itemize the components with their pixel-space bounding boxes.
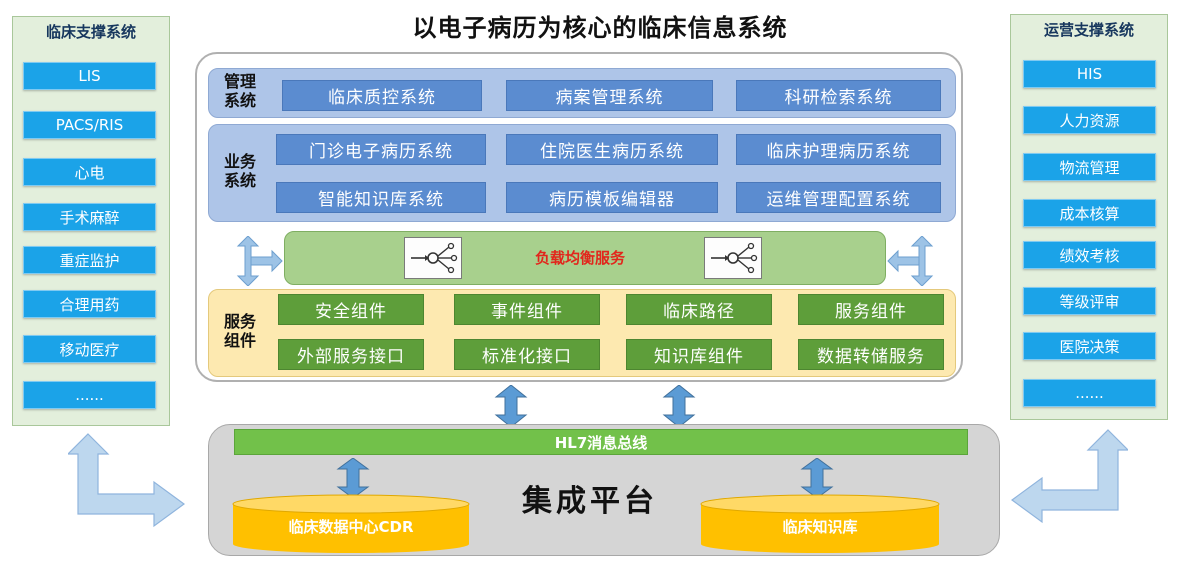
double-arrow-icon xyxy=(800,458,834,498)
smart-knowledge-system[interactable]: 智能知识库系统 xyxy=(276,182,486,213)
database-cylinder-icon xyxy=(232,494,470,553)
services-label: 服务组件 xyxy=(223,312,256,350)
double-arrow-icon xyxy=(494,385,528,427)
business-label: 业务系统 xyxy=(223,152,256,190)
service-component[interactable]: 服务组件 xyxy=(798,294,944,325)
bent-arrow-icon xyxy=(68,433,186,528)
right-item-cost[interactable]: 成本核算 xyxy=(1023,199,1156,227)
knowledge-component[interactable]: 知识库组件 xyxy=(626,339,772,370)
right-support-panel: 运营支撑系统 HIS 人力资源 物流管理 成本核算 绩效考核 等级评审 医院决策… xyxy=(1010,14,1168,420)
emr-template-editor[interactable]: 病历模板编辑器 xyxy=(506,182,718,213)
tee-arrow-icon xyxy=(887,236,934,286)
cdr-database-label[interactable]: 临床数据中心CDR xyxy=(288,518,414,536)
event-component[interactable]: 事件组件 xyxy=(454,294,600,325)
external-service-interface[interactable]: 外部服务接口 xyxy=(278,339,424,370)
left-item-anesthesia[interactable]: 手术麻醉 xyxy=(23,203,156,231)
right-panel-title: 运营支撑系统 xyxy=(1043,21,1134,39)
load-balancer-label: 负载均衡服务 xyxy=(534,248,625,267)
left-item-icu[interactable]: 重症监护 xyxy=(23,246,156,274)
outpatient-emr-system[interactable]: 门诊电子病历系统 xyxy=(276,134,486,165)
left-item-lis[interactable]: LIS xyxy=(23,62,156,90)
knowledge-base-label[interactable]: 临床知识库 xyxy=(782,518,858,536)
left-panel-title: 临床支撑系统 xyxy=(45,23,136,41)
left-support-panel: 临床支撑系统 LIS PACS/RIS 心电 手术麻醉 重症监护 合理用药 移动… xyxy=(12,16,170,426)
hl7-message-bus[interactable]: HL7消息总线 xyxy=(234,429,968,455)
right-item-his[interactable]: HIS xyxy=(1023,60,1156,88)
security-component[interactable]: 安全组件 xyxy=(278,294,424,325)
double-arrow-icon xyxy=(336,458,370,498)
database-cylinder-icon xyxy=(700,494,940,553)
double-arrow-icon xyxy=(662,385,696,427)
quality-control-system[interactable]: 临床质控系统 xyxy=(282,80,482,111)
clinical-pathway[interactable]: 临床路径 xyxy=(626,294,772,325)
inpatient-doctor-emr-system[interactable]: 住院医生病历系统 xyxy=(506,134,718,165)
standard-interface[interactable]: 标准化接口 xyxy=(454,339,600,370)
integration-platform-title: 集成平台 xyxy=(522,484,658,519)
load-balancer-bar xyxy=(284,231,886,285)
research-retrieval-system[interactable]: 科研检索系统 xyxy=(736,80,941,111)
bent-arrow-icon xyxy=(1010,429,1128,524)
right-item-performance[interactable]: 绩效考核 xyxy=(1023,241,1156,269)
left-item-pacs[interactable]: PACS/RIS xyxy=(23,111,156,139)
tee-arrow-icon xyxy=(236,236,283,286)
medical-record-management-system[interactable]: 病案管理系统 xyxy=(506,80,713,111)
network-hub-icon xyxy=(404,237,462,279)
ops-config-system[interactable]: 运维管理配置系统 xyxy=(736,182,941,213)
management-label: 管理系统 xyxy=(223,72,256,110)
left-item-more[interactable]: ...... xyxy=(23,381,156,409)
right-item-decision[interactable]: 医院决策 xyxy=(1023,332,1156,360)
right-item-logistics[interactable]: 物流管理 xyxy=(1023,153,1156,181)
data-dump-service[interactable]: 数据转储服务 xyxy=(798,339,944,370)
right-item-rating[interactable]: 等级评审 xyxy=(1023,287,1156,315)
page-title: 以电子病历为核心的临床信息系统 xyxy=(412,14,788,42)
right-item-hr[interactable]: 人力资源 xyxy=(1023,106,1156,134)
left-item-ecg[interactable]: 心电 xyxy=(23,158,156,186)
nursing-emr-system[interactable]: 临床护理病历系统 xyxy=(736,134,941,165)
right-item-more[interactable]: ...... xyxy=(1023,379,1156,407)
network-hub-icon xyxy=(704,237,762,279)
left-item-medication[interactable]: 合理用药 xyxy=(23,290,156,318)
left-item-mobile[interactable]: 移动医疗 xyxy=(23,335,156,363)
